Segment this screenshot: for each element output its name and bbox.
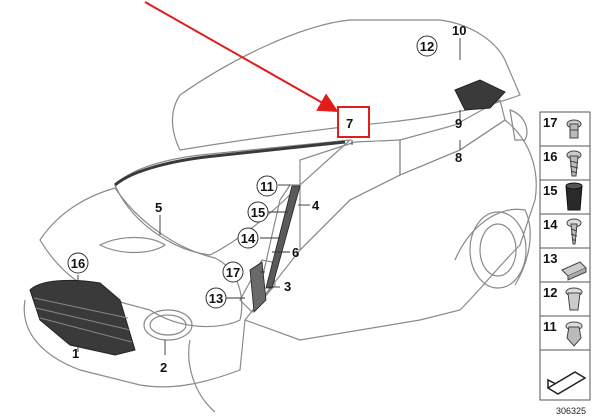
callout-8: 8: [455, 150, 462, 165]
parts-panel-item: 16: [539, 145, 591, 181]
svg-text:13: 13: [209, 291, 223, 306]
svg-text:17: 17: [543, 115, 557, 130]
callout-14: 14: [237, 227, 259, 249]
svg-text:16: 16: [543, 149, 557, 164]
callout-4: 4: [312, 198, 320, 213]
callout-1: 1: [72, 346, 79, 361]
parts-panel-item: 13: [539, 247, 591, 283]
callout-6: 6: [292, 245, 299, 260]
front-bumper: [23, 299, 246, 388]
parts-panel-footer: [539, 349, 591, 401]
svg-text:12: 12: [420, 39, 434, 54]
body-side: [244, 119, 537, 341]
fillister-screw-icon: [566, 218, 582, 245]
diagram-id: 306325: [556, 406, 586, 416]
rear-wheel: [469, 211, 527, 289]
callout-9: 9: [455, 116, 462, 131]
parts-panel-item: 15: [539, 179, 591, 215]
expanding-nut-icon: [565, 182, 583, 211]
part-shape-icon: [546, 371, 587, 395]
svg-text:13: 13: [543, 251, 557, 266]
callout-5: 5: [155, 200, 162, 215]
callout-12: 12: [416, 35, 438, 57]
svg-text:12: 12: [543, 285, 557, 300]
svg-text:16: 16: [71, 256, 85, 271]
callout-11: 11: [256, 175, 278, 197]
side-window: [299, 139, 401, 252]
callout-16: 16: [67, 252, 89, 274]
callout-7: 7: [346, 116, 353, 131]
parts-panel-item: 17: [539, 111, 591, 147]
callout-15: 15: [247, 201, 269, 223]
screw-icon: [566, 150, 582, 177]
svg-text:15: 15: [251, 205, 265, 220]
svg-text:14: 14: [543, 217, 558, 232]
rear-spoiler-part: [454, 79, 506, 111]
svg-text:11: 11: [543, 319, 557, 334]
highlight-arrow: [144, 1, 339, 112]
callout-13: 13: [205, 287, 227, 309]
expanding-rivet-icon: [565, 321, 583, 347]
plug-clip-icon: [565, 287, 583, 311]
parts-panel-item: 12: [539, 281, 591, 317]
windshield: [114, 139, 352, 256]
parts-panel: 17 16 15 14: [539, 111, 591, 401]
rear-side-window: [399, 99, 506, 176]
windshield-seal: [114, 140, 346, 187]
parts-panel-item: 11: [539, 315, 591, 351]
highlight-box: [337, 106, 370, 138]
svg-text:15: 15: [543, 183, 557, 198]
a-pillar-trim-part: [265, 185, 301, 289]
rivet-nut-icon: [566, 119, 582, 139]
parts-panel-item: 14: [539, 213, 591, 249]
headlight: [143, 309, 193, 341]
rear-wheel-arch: [454, 208, 531, 286]
grille-part: [29, 279, 136, 356]
leader-lines: [77, 38, 461, 355]
callout-17: 17: [222, 261, 244, 283]
front-wheel-arch: [188, 339, 216, 413]
svg-text:17: 17: [226, 265, 240, 280]
svg-text:14: 14: [241, 231, 256, 246]
callout-3: 3: [284, 279, 291, 294]
hood: [39, 187, 243, 328]
clip-icon: [561, 261, 587, 281]
callout-2: 2: [160, 360, 167, 375]
svg-text:11: 11: [260, 179, 274, 194]
callout-10: 10: [452, 23, 466, 38]
